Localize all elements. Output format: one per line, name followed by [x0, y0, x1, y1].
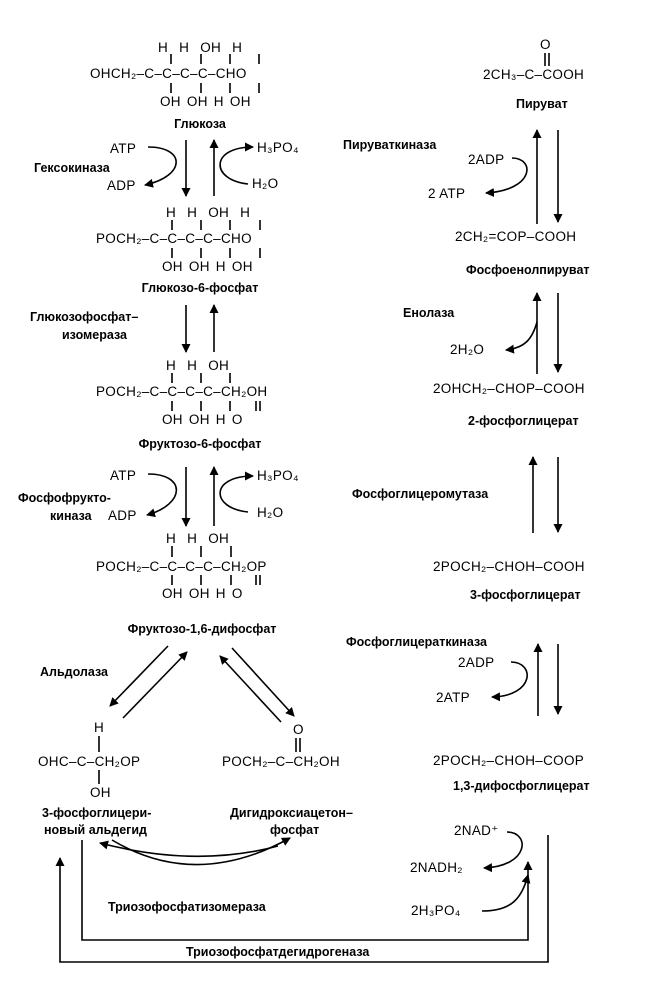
isomerase-enzyme-line2: изомераза: [62, 328, 127, 342]
curved-arrow: [483, 831, 523, 873]
atp-label: ATP: [110, 141, 137, 156]
bpg-name: 1,3-дифосфоглицерат: [453, 779, 590, 793]
g6p-formula: POCH₂–C–C–C–C–CHO: [96, 231, 252, 246]
g3p-name-line1: 3-фосфоглицери-: [42, 806, 152, 820]
f6p-top-row: H H OH: [166, 358, 230, 373]
curved-arrow: [481, 874, 531, 912]
arrow-down: [109, 645, 169, 707]
pyruvate-name: Пируват: [516, 97, 568, 111]
curved-arrow: [146, 473, 177, 518]
mutase-enzyme: Фосфоглицеромутаза: [352, 487, 489, 501]
curved-arrow: [144, 146, 177, 188]
adp-label: ADP: [107, 178, 136, 193]
triose-isomerase-enzyme: Триозофосфатизомераза: [108, 900, 266, 914]
atp-label: 2ATP: [436, 690, 470, 705]
h2o-label: H₂O: [257, 505, 284, 520]
pfk-enzyme-line1: Фосфофрукто-: [18, 491, 111, 505]
pep-name: Фосфоенолпируват: [466, 263, 590, 277]
g3p-bottom-row: OH: [90, 785, 111, 800]
pyruvate-formula: 2CH₃–C–COOH: [483, 67, 585, 82]
dhap-name-line1: Дигидроксиацетон–: [230, 806, 353, 820]
h3po4-label: H₃PO₄: [257, 468, 299, 483]
curved-arrow: [491, 661, 528, 702]
atp-label: 2 ATP: [428, 186, 466, 201]
h3po4-label: 2H₃PO₄: [411, 903, 461, 918]
curved-arrow: [219, 142, 254, 185]
curved-arrow: [99, 840, 279, 858]
fdp-bottom-row: OH OH H O: [162, 586, 243, 601]
fdp-name: Фруктозо-1,6-дифосфат: [127, 622, 277, 636]
dhap-top-row: O: [293, 722, 304, 737]
hexokinase-enzyme: Гексокиназа: [34, 161, 110, 175]
adp-label: 2ADP: [458, 655, 495, 670]
curved-arrow: [485, 157, 528, 197]
f6p-bottom-row: OH OH H O: [162, 412, 243, 427]
arrow-down: [231, 647, 295, 717]
h2o-label: 2H₂O: [450, 342, 485, 357]
atp-label: ATP: [110, 468, 137, 483]
dhap-name-line2: фосфат: [270, 823, 320, 837]
h3po4-label: H₃PO₄: [257, 140, 299, 155]
aldolase-enzyme: Альдолаза: [40, 665, 108, 679]
h2o-label: H₂O: [252, 176, 279, 191]
g3p-top-row: H: [94, 720, 105, 735]
adp-label: 2ADP: [468, 152, 505, 167]
pg3-name: 3-фосфоглицерат: [470, 588, 581, 602]
isomerase-enzyme-line1: Глюкозофосфат–: [30, 310, 139, 324]
nadh-label: 2NADH₂: [410, 860, 463, 875]
pg2-formula: 2OHCH₂–CHOP–COOH: [433, 381, 585, 396]
g6p-name: Глюкозо-6-фосфат: [141, 281, 259, 295]
fdp-formula: POCH₂–C–C–C–C–CH₂OP: [96, 559, 267, 574]
g3p-name-line2: новый альдегид: [44, 823, 147, 837]
pyruvate-top-row: O: [540, 37, 551, 52]
glucose-name: Глюкоза: [174, 117, 226, 131]
arrow-up: [219, 655, 282, 723]
pathway-line: [81, 840, 533, 941]
triose-dehydrogenase-enzyme: Триозофосфатдегидрогеназа: [186, 945, 370, 959]
glucose-bottom-row: OH OH H OH: [160, 94, 251, 109]
glucose-top-row: H H OH H: [158, 40, 243, 55]
dhap-formula: POCH₂–C–CH₂OH: [222, 754, 340, 769]
pyruvate-kinase-enzyme: Пируваткиназа: [343, 138, 437, 152]
glucose-formula: OHCH₂–C–C–C–C–CHO: [90, 66, 247, 81]
fdp-top-row: H H OH: [166, 531, 230, 546]
enolase-enzyme: Енолаза: [403, 306, 455, 320]
pg2-name: 2-фосфоглицерат: [468, 414, 579, 428]
adp-label: ADP: [108, 508, 137, 523]
arrow-up: [122, 651, 188, 719]
pg3-formula: 2POCH₂–CHOH–COOH: [433, 559, 585, 574]
curved-arrow: [219, 471, 254, 513]
bpg-formula: 2POCH₂–CHOH–COOP: [433, 753, 585, 768]
pep-formula: 2CH₂=COP–COOH: [455, 229, 577, 244]
pg-kinase-enzyme: Фосфоглицераткиназа: [346, 635, 487, 649]
nad-label: 2NAD⁺: [454, 823, 499, 838]
g6p-top-row: H H OH H: [166, 205, 251, 220]
f6p-name: Фруктозо-6-фосфат: [138, 437, 262, 451]
pfk-enzyme-line2: киназа: [50, 509, 92, 523]
g6p-bottom-row: OH OH H OH: [162, 259, 253, 274]
g3p-formula: OHC–C–CH₂OP: [38, 754, 141, 769]
f6p-formula: POCH₂–C–C–C–C–CH₂OH: [96, 384, 268, 399]
pathway-line: [55, 835, 549, 963]
curved-arrow: [505, 321, 538, 354]
